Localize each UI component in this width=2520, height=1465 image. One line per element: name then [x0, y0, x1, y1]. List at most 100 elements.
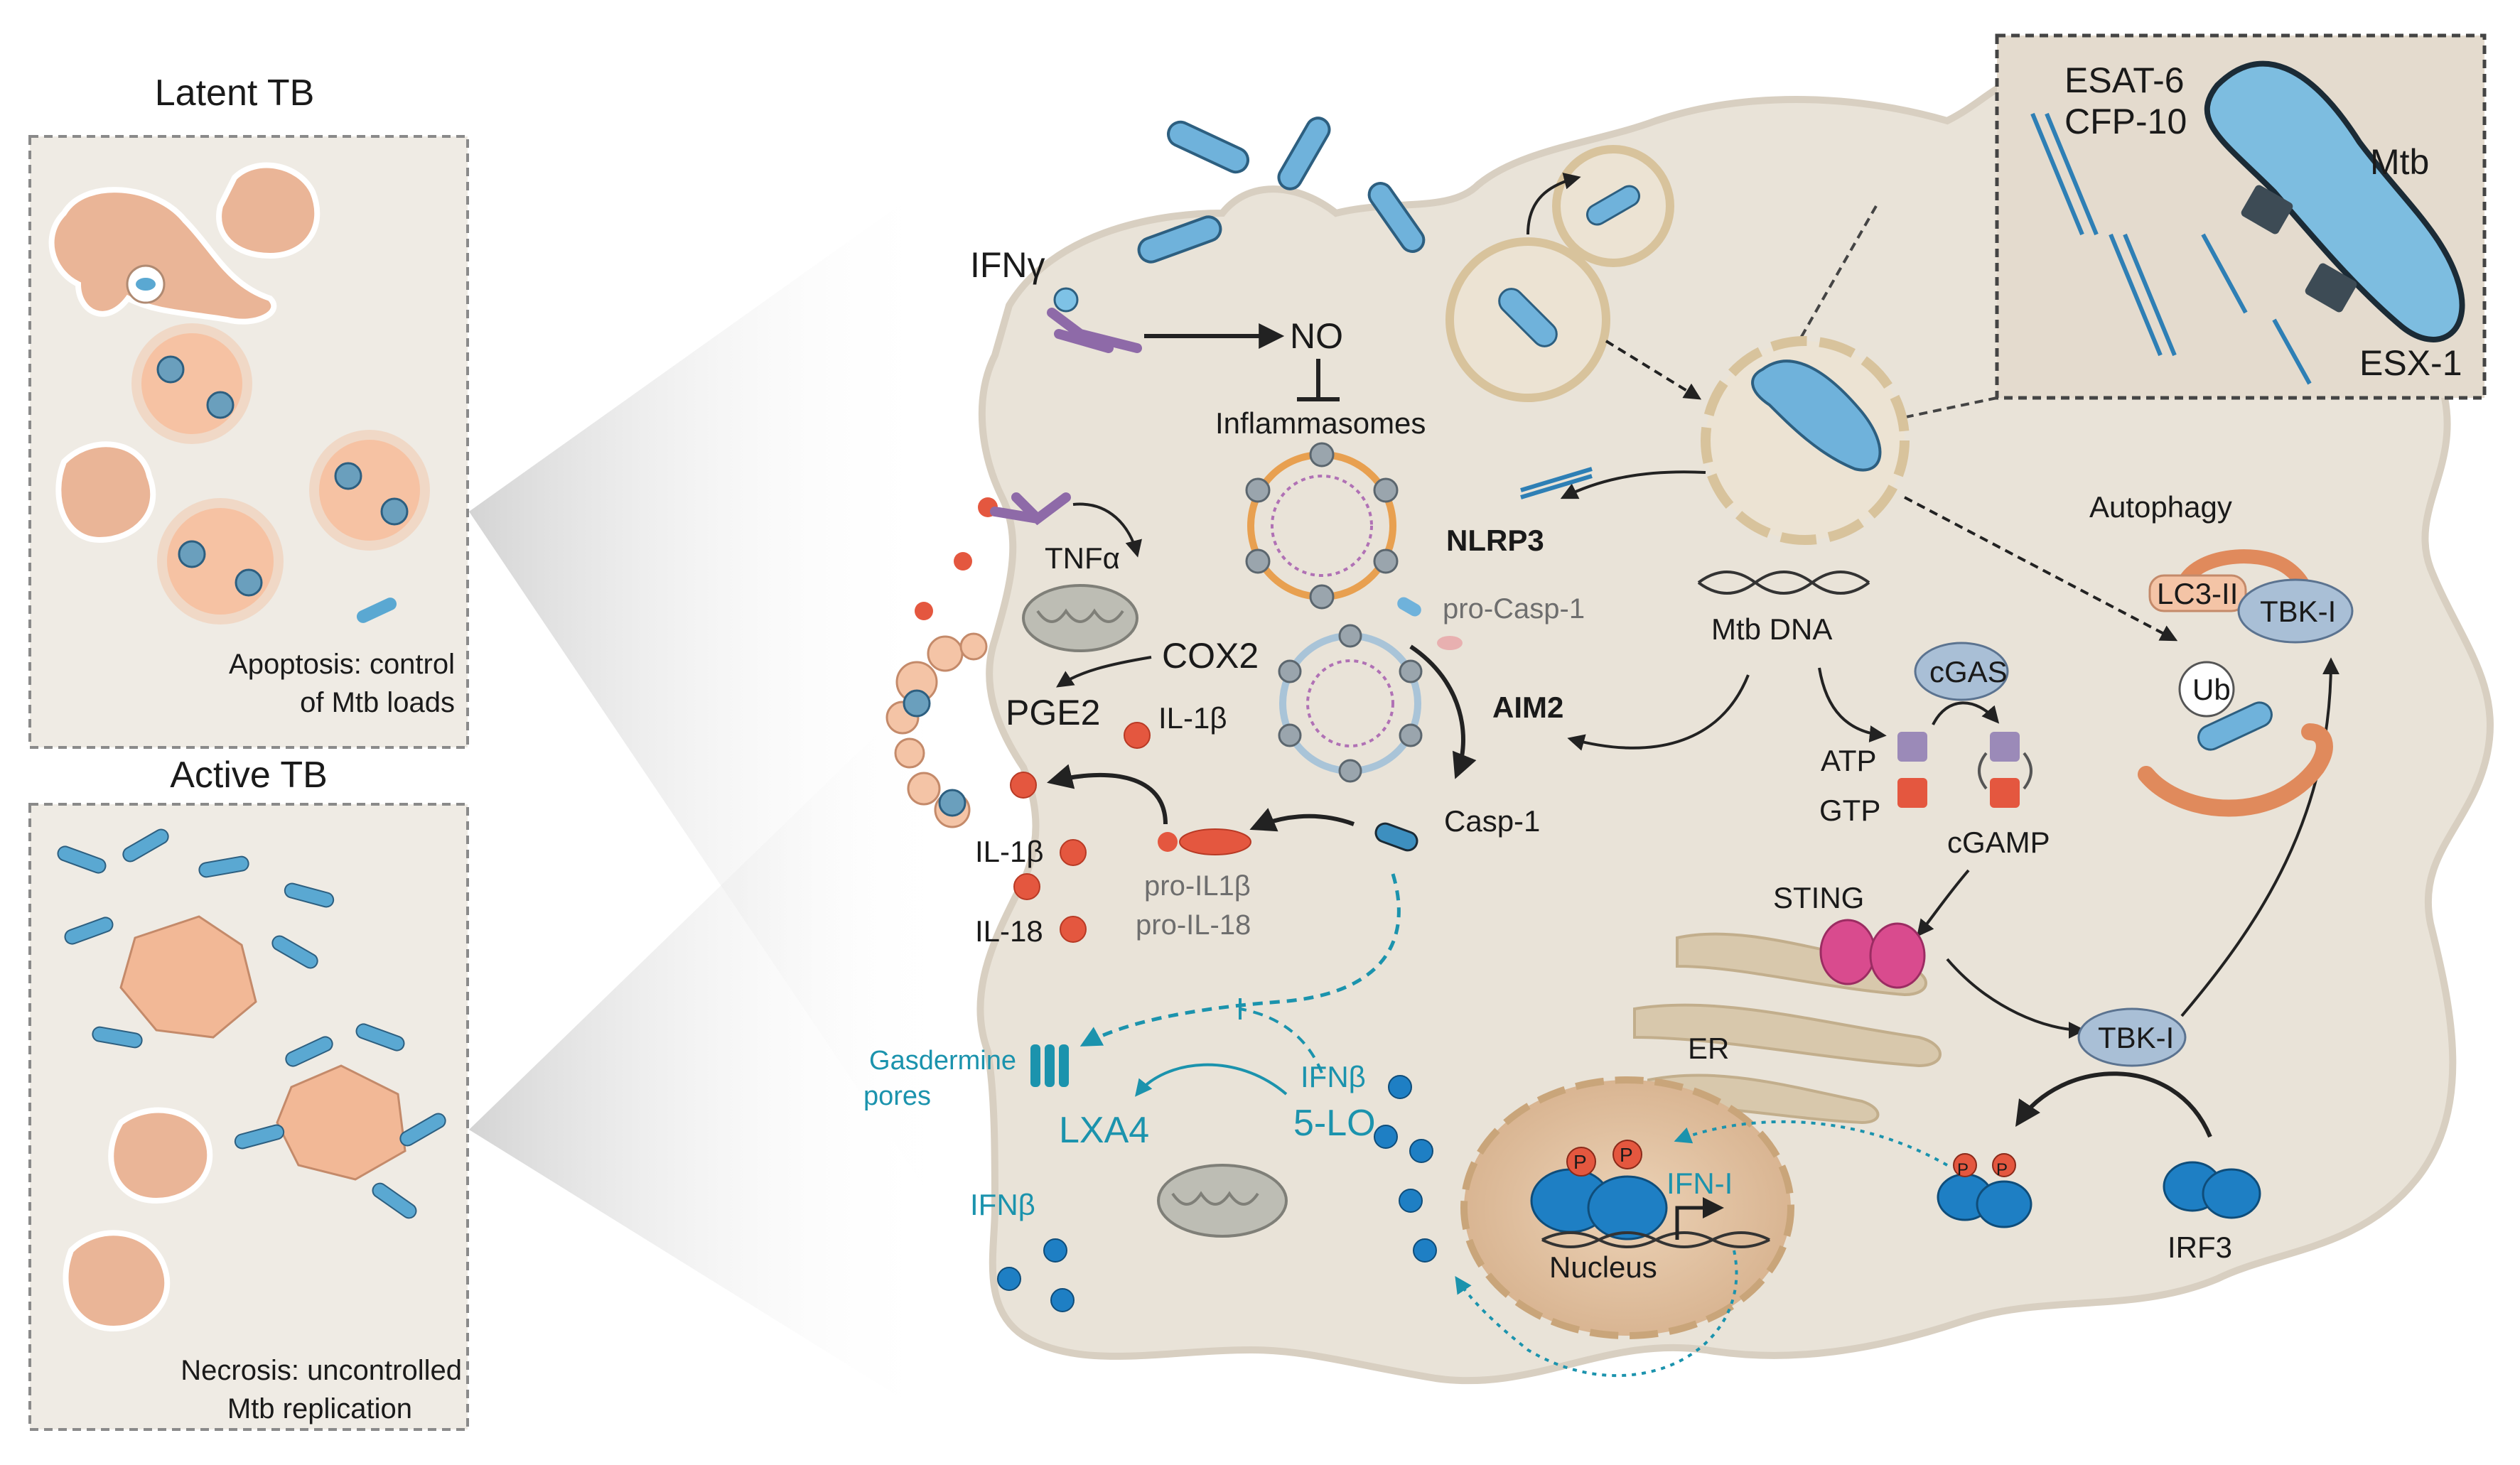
macrophage-icon — [63, 1230, 171, 1332]
er-icon — [1633, 932, 1942, 1125]
esat6-cfp10-dimers — [2030, 112, 2312, 385]
phospho-irf3-icon — [1937, 1153, 2032, 1228]
mycobacterium-icon — [1167, 120, 1249, 174]
p-label: P — [1620, 1144, 1633, 1166]
ifnb-outer-label: IFNβ — [970, 1188, 1035, 1221]
cgas-synthesis-arrow — [1932, 701, 2000, 725]
aim2-label: AIM2 — [1492, 691, 1563, 724]
dna-to-aim2-arrow — [1567, 674, 1750, 751]
lxa4-label: LXA4 — [1059, 1110, 1149, 1151]
gasdermin-pore-icon — [1030, 1044, 1069, 1087]
mtb-dna-label: Mtb DNA — [1711, 612, 1832, 646]
atp-icon — [1897, 732, 1927, 762]
necrosis-caption-1: Necrosis: uncontrolled — [181, 1355, 462, 1386]
gtp-label: GTP — [1819, 794, 1880, 827]
ub-label: Ub — [2192, 673, 2231, 706]
tbk1-icon — [2077, 1007, 2187, 1067]
mtb-label: Mtb — [2370, 142, 2429, 182]
active-tb-title: Active TB — [170, 755, 328, 796]
pro-il1b-label: pro-IL1β — [1144, 870, 1251, 902]
il1b-dot — [1060, 839, 1087, 866]
mycobacterium-icon — [2204, 60, 2465, 342]
er-label: ER — [1688, 1032, 1729, 1065]
mycobacterium-icon — [2197, 701, 2273, 751]
autophagy-label: Autophagy — [2089, 490, 2232, 524]
dna-to-cgas-arrow — [1818, 667, 1887, 743]
macrophage-icon — [48, 187, 277, 325]
cox2-label: COX2 — [1162, 636, 1259, 676]
cgamp-label: cGAMP — [1947, 826, 2050, 859]
p-label: P — [1957, 1160, 1969, 1179]
atp-label: ATP — [1821, 744, 1877, 777]
esx1-secretion-system — [2241, 185, 2293, 234]
irf3-phosphorylation-arrow — [2015, 1071, 2212, 1138]
tbk1-top-label: TBK-I — [2260, 595, 2336, 628]
il1b-label: IL-1β — [975, 835, 1044, 868]
mycobacterium-icon — [136, 278, 156, 291]
mycobacterium-icon — [235, 568, 263, 597]
ifnb-inner-label: IFNβ — [1301, 1060, 1366, 1093]
esx1-secretion-system — [2305, 263, 2357, 313]
il1b-dot — [1010, 772, 1037, 799]
cytokine-dots — [915, 552, 972, 620]
sting-to-tbk1-arrow — [1946, 958, 2086, 1039]
pge2-label: PGE2 — [1006, 693, 1100, 732]
dna-helix-icon — [1697, 571, 1870, 595]
transcription-complex-icon — [1530, 1140, 1668, 1240]
five-lo-label: 5-LO — [1293, 1103, 1376, 1144]
irf3-icon — [2163, 1161, 2261, 1219]
necrosis-caption-2: Mtb replication — [227, 1393, 412, 1425]
cgamp-to-sting-arrow — [1917, 869, 1970, 937]
aim2-inflammasome-icon — [1278, 624, 1423, 783]
phagosome-arrow — [1526, 173, 1581, 235]
mycobacterium-icon — [938, 789, 966, 817]
apoptotic-cell — [309, 430, 430, 551]
active-tb-frame — [28, 803, 469, 1431]
il1b-release-arrow — [1047, 764, 1168, 825]
cox2-to-pge2-arrow — [1056, 656, 1152, 688]
mycobacterium-icon — [380, 497, 409, 526]
esx1-label: ESX-1 — [2359, 343, 2462, 383]
apoptotic-cell — [157, 498, 284, 625]
cgamp-icon-top — [1990, 732, 2020, 762]
lc3-icon — [2148, 574, 2247, 612]
apoptotic-cell — [131, 323, 252, 444]
ifnb-dots — [1374, 1075, 1437, 1263]
cgamp-icon-bottom — [1990, 778, 2020, 808]
macrophage-icon — [216, 162, 321, 259]
il18-dot — [1013, 873, 1040, 900]
gtp-icon — [1897, 778, 1927, 808]
mitochondrion-icon — [1022, 584, 1138, 652]
irf3-label: IRF3 — [2168, 1231, 2232, 1264]
sting-label: STING — [1773, 881, 1864, 914]
pro-casp1-icon — [1437, 636, 1463, 650]
pro-il1b-icon — [1179, 828, 1251, 855]
ub-icon — [2178, 661, 2235, 718]
pro-il18-label: pro-IL-18 — [1136, 909, 1251, 941]
il18-dot — [1060, 916, 1087, 943]
cgas-icon — [1914, 642, 2009, 701]
gasdermine-label-2: pores — [863, 1081, 931, 1111]
cgas-label: cGAS — [1929, 655, 2008, 688]
mycobacterium-icon — [1498, 288, 1558, 347]
apoptosis-caption-1: Apoptosis: control — [229, 649, 455, 680]
mycobacterium-icon — [1585, 185, 1641, 226]
mitochondrion-icon — [1157, 1164, 1288, 1238]
mycobacterium-icon — [178, 540, 206, 568]
ifng-receptor-icon — [1047, 287, 1142, 353]
sting-icon — [1819, 919, 1926, 989]
transcription-start-arrow — [1675, 1197, 1724, 1240]
macrophage-icon — [108, 1107, 213, 1204]
tnfa-receptor-icon — [978, 492, 1071, 526]
mycobacterium-icon — [356, 598, 397, 623]
mycobacterium-icon — [156, 355, 185, 384]
phagosome-to-autophagy-arrow — [1904, 496, 2178, 642]
mycobacterium-icon — [1277, 117, 1331, 190]
mycobacterium-icon — [1751, 360, 1882, 472]
casp1-icon — [1374, 822, 1418, 852]
5lo-to-lxa4-arrow — [1134, 1063, 1288, 1097]
zoom-line — [1789, 205, 1878, 356]
apoptosis-caption-2: of Mtb loads — [300, 687, 455, 718]
pro-il18-icon — [1158, 832, 1178, 852]
